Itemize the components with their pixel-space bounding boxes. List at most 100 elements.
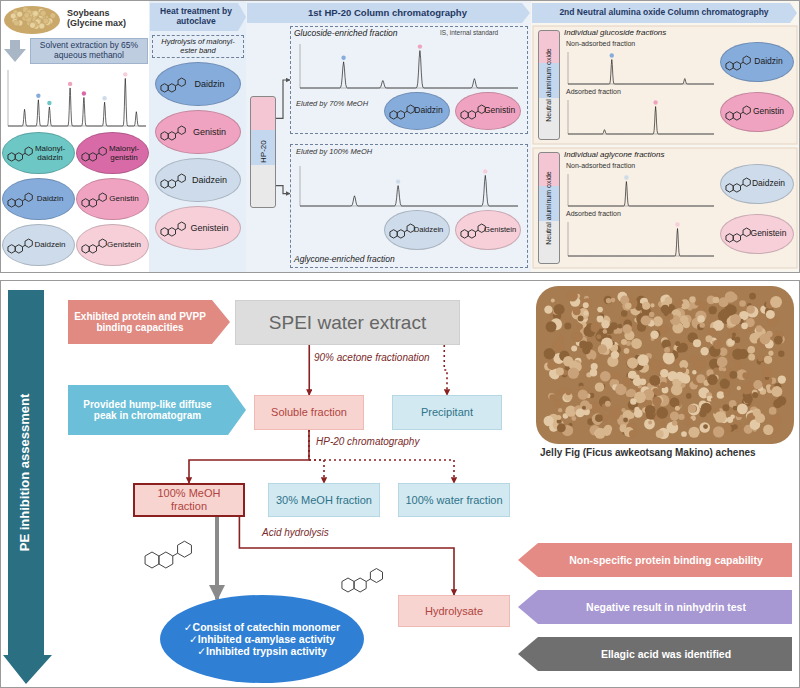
header-chevron [532,3,797,23]
achene [650,303,654,307]
compound-structure [160,125,186,141]
flow-connector [215,517,219,600]
soybean [10,13,16,19]
achene [548,393,555,400]
molecule-ring [726,62,733,70]
node-text: Soybeans (Glycine max) [67,8,145,29]
step-label: 90% acetone fractionation [314,352,454,364]
achene [672,379,679,386]
achene [752,392,758,398]
molecule-ring [178,222,185,230]
node-text: Individual glucoside fractions [564,28,793,37]
achene [644,419,655,430]
achene [587,325,591,329]
result-ellipse: ✓Consist of catechin monomer✓Inhibited α… [160,595,364,683]
achene [663,353,674,364]
molecule-ring [89,153,96,161]
molecule-ring [168,228,175,236]
achene [656,407,668,419]
achene [734,362,741,369]
molecule-ring [397,111,404,119]
achene [556,368,564,376]
compound-name: Daidzein [749,179,788,189]
achene [769,407,777,415]
achene [733,406,738,411]
achene [571,416,576,421]
peak-marker [624,175,628,179]
achene [700,347,708,355]
achene [582,406,586,410]
achene [670,412,679,421]
achene [713,297,720,304]
achene [720,308,730,318]
compound-name: Genistein [184,223,235,233]
column-band [531,0,800,272]
peak-marker [396,179,400,183]
soybean [43,18,49,24]
compound-structure [7,146,33,162]
node-text: Ellagic acid was identified [545,648,787,660]
achene [649,375,660,386]
achene [606,298,611,303]
achene [632,324,637,329]
chart-axis [568,100,714,134]
note-label: Adsorbed fraction [566,88,686,96]
chart-axis [568,174,714,206]
note-label: Non-adsorbed fraction [566,40,686,48]
step-label: Acid hydrolysis [262,527,372,539]
achene [746,305,754,313]
achene [696,374,705,383]
achene [737,403,748,414]
achene [688,404,700,416]
achene [756,325,763,332]
peak-marker [36,94,40,98]
achene [618,324,623,329]
achene [763,425,773,435]
molecule-ring [8,245,15,253]
node-text: 100% water fraction [402,494,506,507]
soybean [39,10,45,16]
molecule-bond [366,579,370,581]
achene [774,336,783,345]
molecule-ring [397,230,404,238]
molecule-ring [8,153,15,161]
peak-marker [82,91,86,95]
achene [571,346,577,352]
molecule-ring [161,228,168,236]
achene [707,374,718,385]
soybean [40,10,46,16]
node-text: ✓Consist of catechin monomer [174,621,350,633]
achene [621,310,628,317]
panel-border [1,1,800,273]
column-symbol: Neutral aluminum oxide [538,152,560,264]
column-band [149,0,246,272]
achene [724,391,729,396]
assessment-arrow: PE inhibition assessment [8,290,44,655]
achene [589,359,593,363]
achene [611,351,619,359]
achene [714,368,720,374]
compound-bubble: Daidzein [155,158,241,202]
achene [766,331,773,338]
achene [693,339,701,347]
achene [582,298,592,308]
achene [631,338,642,349]
chromatogram-trace [568,182,714,206]
molecule-ring [468,230,475,238]
compound-name: Daidzin [413,106,444,116]
molecule-ring [390,230,397,238]
compound-bubble: Genistin [155,110,241,154]
callout-arrow [518,637,792,671]
achene [713,340,722,349]
soybean [50,13,56,19]
compound-name: Genistin [484,106,515,116]
achene [686,393,692,399]
compound-name: Genistein [484,226,515,235]
compound-structure [7,238,33,254]
achene [678,414,684,420]
compound-bubble: Genistin [455,92,521,130]
process-box: Precipitant [392,395,502,430]
node-text: HP-20 [258,141,267,164]
achene [656,430,664,438]
soybean [30,21,36,27]
